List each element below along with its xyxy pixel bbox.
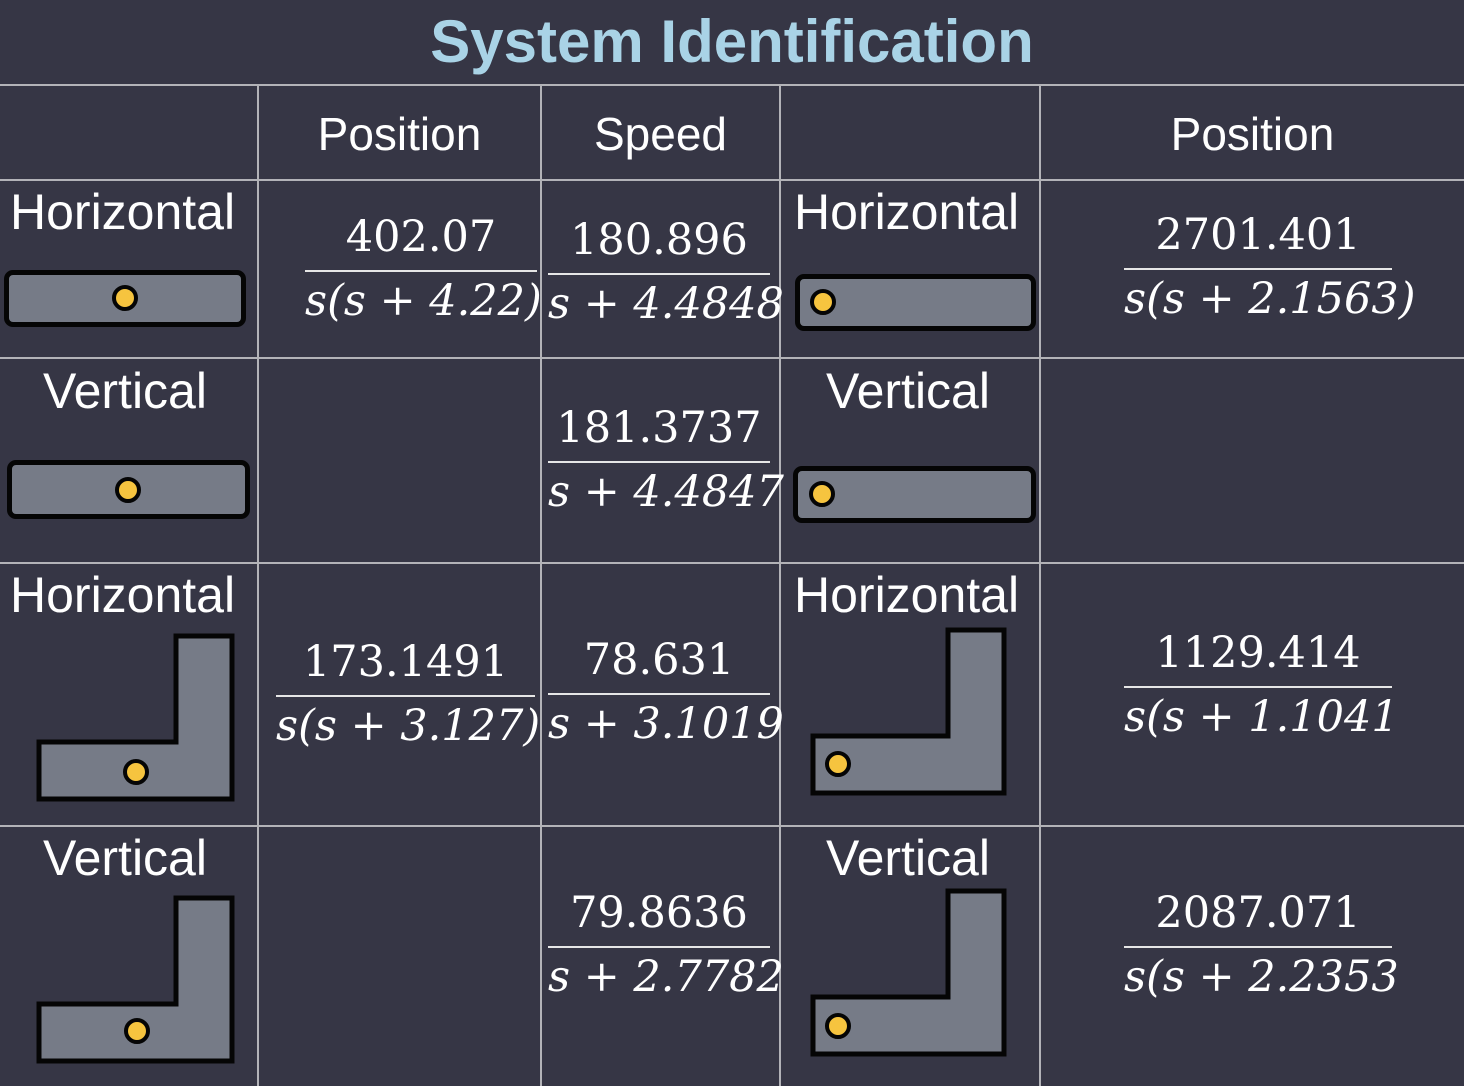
- page-title: System Identification: [430, 8, 1034, 75]
- tf-denominator: s + 2.7782: [548, 952, 784, 1002]
- l-shaped-bar-icon: [810, 627, 1007, 796]
- tf-numerator: 2701.401: [1155, 210, 1361, 260]
- row-label-right-4: Vertical: [826, 830, 990, 886]
- row-label-right-3: Horizontal: [794, 567, 1020, 623]
- tf-numerator: 402.07: [345, 212, 497, 262]
- row-label-left-2: Vertical: [43, 363, 207, 419]
- tf-numerator: 173.1491: [302, 637, 509, 687]
- grid-line-header: [0, 179, 1464, 181]
- row-label-right-1: Horizontal: [794, 184, 1020, 240]
- pivot-dot-icon: [825, 751, 851, 777]
- grid-line-col1: [257, 84, 259, 1086]
- pivot-dot-icon: [825, 1013, 851, 1039]
- pivot-dot-icon: [809, 481, 835, 507]
- tf-denominator: s(s + 2.2353: [1124, 952, 1399, 1002]
- grid-line-top: [0, 84, 1464, 86]
- tf-denominator: s + 3.1019: [548, 699, 784, 749]
- grid-line-col3: [779, 84, 781, 1086]
- tf-numerator: 1129.414: [1155, 628, 1361, 678]
- pivot-dot-icon: [123, 759, 149, 785]
- transfer-function: 2701.401 s(s + 2.1563): [1124, 208, 1416, 338]
- grid-line-row1: [0, 357, 1464, 359]
- tf-denominator: s(s + 4.22): [305, 276, 542, 326]
- l-shaped-bar-icon: [36, 633, 235, 802]
- pivot-dot-icon: [810, 289, 836, 315]
- tf-numerator: 181.3737: [556, 403, 762, 453]
- grid-line-col4: [1039, 84, 1041, 1086]
- tf-denominator: s(s + 3.127): [276, 701, 541, 751]
- tf-numerator: 79.8636: [570, 888, 748, 938]
- fraction-bar: [276, 695, 535, 697]
- pivot-dot-icon: [112, 285, 138, 311]
- fraction-bar: [548, 693, 770, 695]
- fraction-bar: [1124, 686, 1392, 688]
- row-label-right-2: Vertical: [826, 363, 990, 419]
- row-label-left-3: Horizontal: [10, 567, 236, 623]
- row-label-left-1: Horizontal: [10, 184, 236, 240]
- l-shaped-bar-icon: [810, 888, 1007, 1057]
- fraction-bar: [1124, 946, 1392, 948]
- tf-numerator: 78.631: [583, 635, 735, 685]
- column-header-speed: Speed: [593, 108, 727, 160]
- tf-numerator: 2087.071: [1155, 888, 1361, 938]
- fraction-bar: [548, 461, 770, 463]
- l-shaped-bar-icon: [36, 895, 235, 1064]
- grid-line-row2: [0, 562, 1464, 564]
- tf-denominator: s(s + 2.1563): [1124, 274, 1416, 324]
- column-header-position-1: Position: [317, 108, 482, 160]
- grid-line-row3: [0, 825, 1464, 827]
- fraction-bar: [548, 946, 770, 948]
- fraction-bar: [1124, 268, 1392, 270]
- pivot-dot-icon: [115, 477, 141, 503]
- fraction-bar: [305, 270, 537, 272]
- fraction-bar: [548, 273, 770, 275]
- tf-denominator: s + 4.4847: [548, 467, 784, 517]
- tf-denominator: s + 4.4848: [548, 279, 784, 329]
- tf-denominator: s(s + 1.1041: [1124, 692, 1399, 742]
- grid-line-col2: [540, 84, 542, 1086]
- column-header-position-2: Position: [1170, 108, 1335, 160]
- pivot-dot-icon: [124, 1018, 150, 1044]
- tf-numerator: 180.896: [570, 215, 748, 265]
- row-label-left-4: Vertical: [43, 830, 207, 886]
